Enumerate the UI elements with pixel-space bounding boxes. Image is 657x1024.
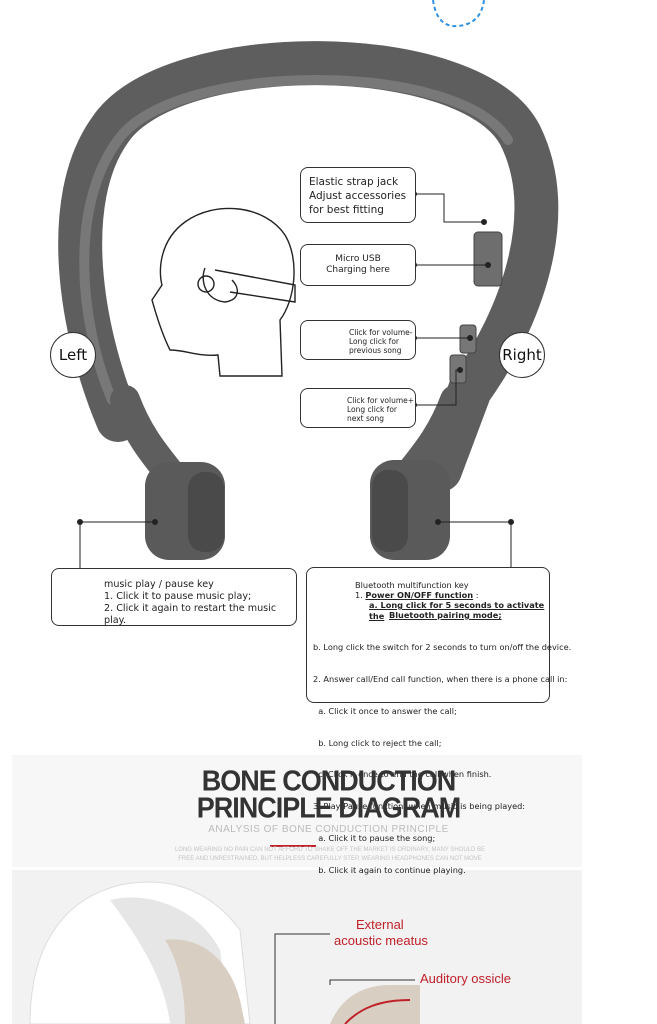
ossicle-label: Auditory ossicle (420, 971, 512, 986)
meatus-label-line2: acoustic meatus (334, 933, 428, 948)
bluetooth-key-box: Bluetooth multifunction key 1. Power ON/… (306, 567, 571, 875)
principle-title-line2: PRINCIPLE DIAGRAM (196, 792, 462, 824)
principle-subtitle: ANALYSIS OF BONE CONDUCTION PRINCIPLE (208, 824, 449, 835)
bluetooth-key-title: Bluetooth multifunction key (355, 580, 469, 590)
music-key-title: music play / pause key (104, 579, 214, 590)
head-sketch (151, 207, 296, 377)
meatus-label-line1: External (356, 917, 404, 932)
music-key-text: music play / pause key 1. Click it to pa… (104, 579, 296, 627)
music-key-box: music play / pause key 1. Click it to pa… (51, 568, 297, 626)
bluetooth-power-line: 1. Power ON/OFF function : (355, 590, 479, 600)
right-side-label: Right (499, 332, 545, 378)
dashed-arc-decoration (432, 0, 485, 28)
principle-header-band (12, 755, 582, 867)
principle-title-line1: BONE CONDUCTION (201, 765, 457, 797)
principle-note: LONG WEARING NO PAIN CAN NOT AFFORD TO S… (174, 847, 486, 862)
usb-port-cover (473, 231, 503, 287)
bluetooth-key-instructions: b. Long click the switch for 2 seconds t… (313, 642, 572, 875)
left-side-label: Left (50, 332, 96, 378)
